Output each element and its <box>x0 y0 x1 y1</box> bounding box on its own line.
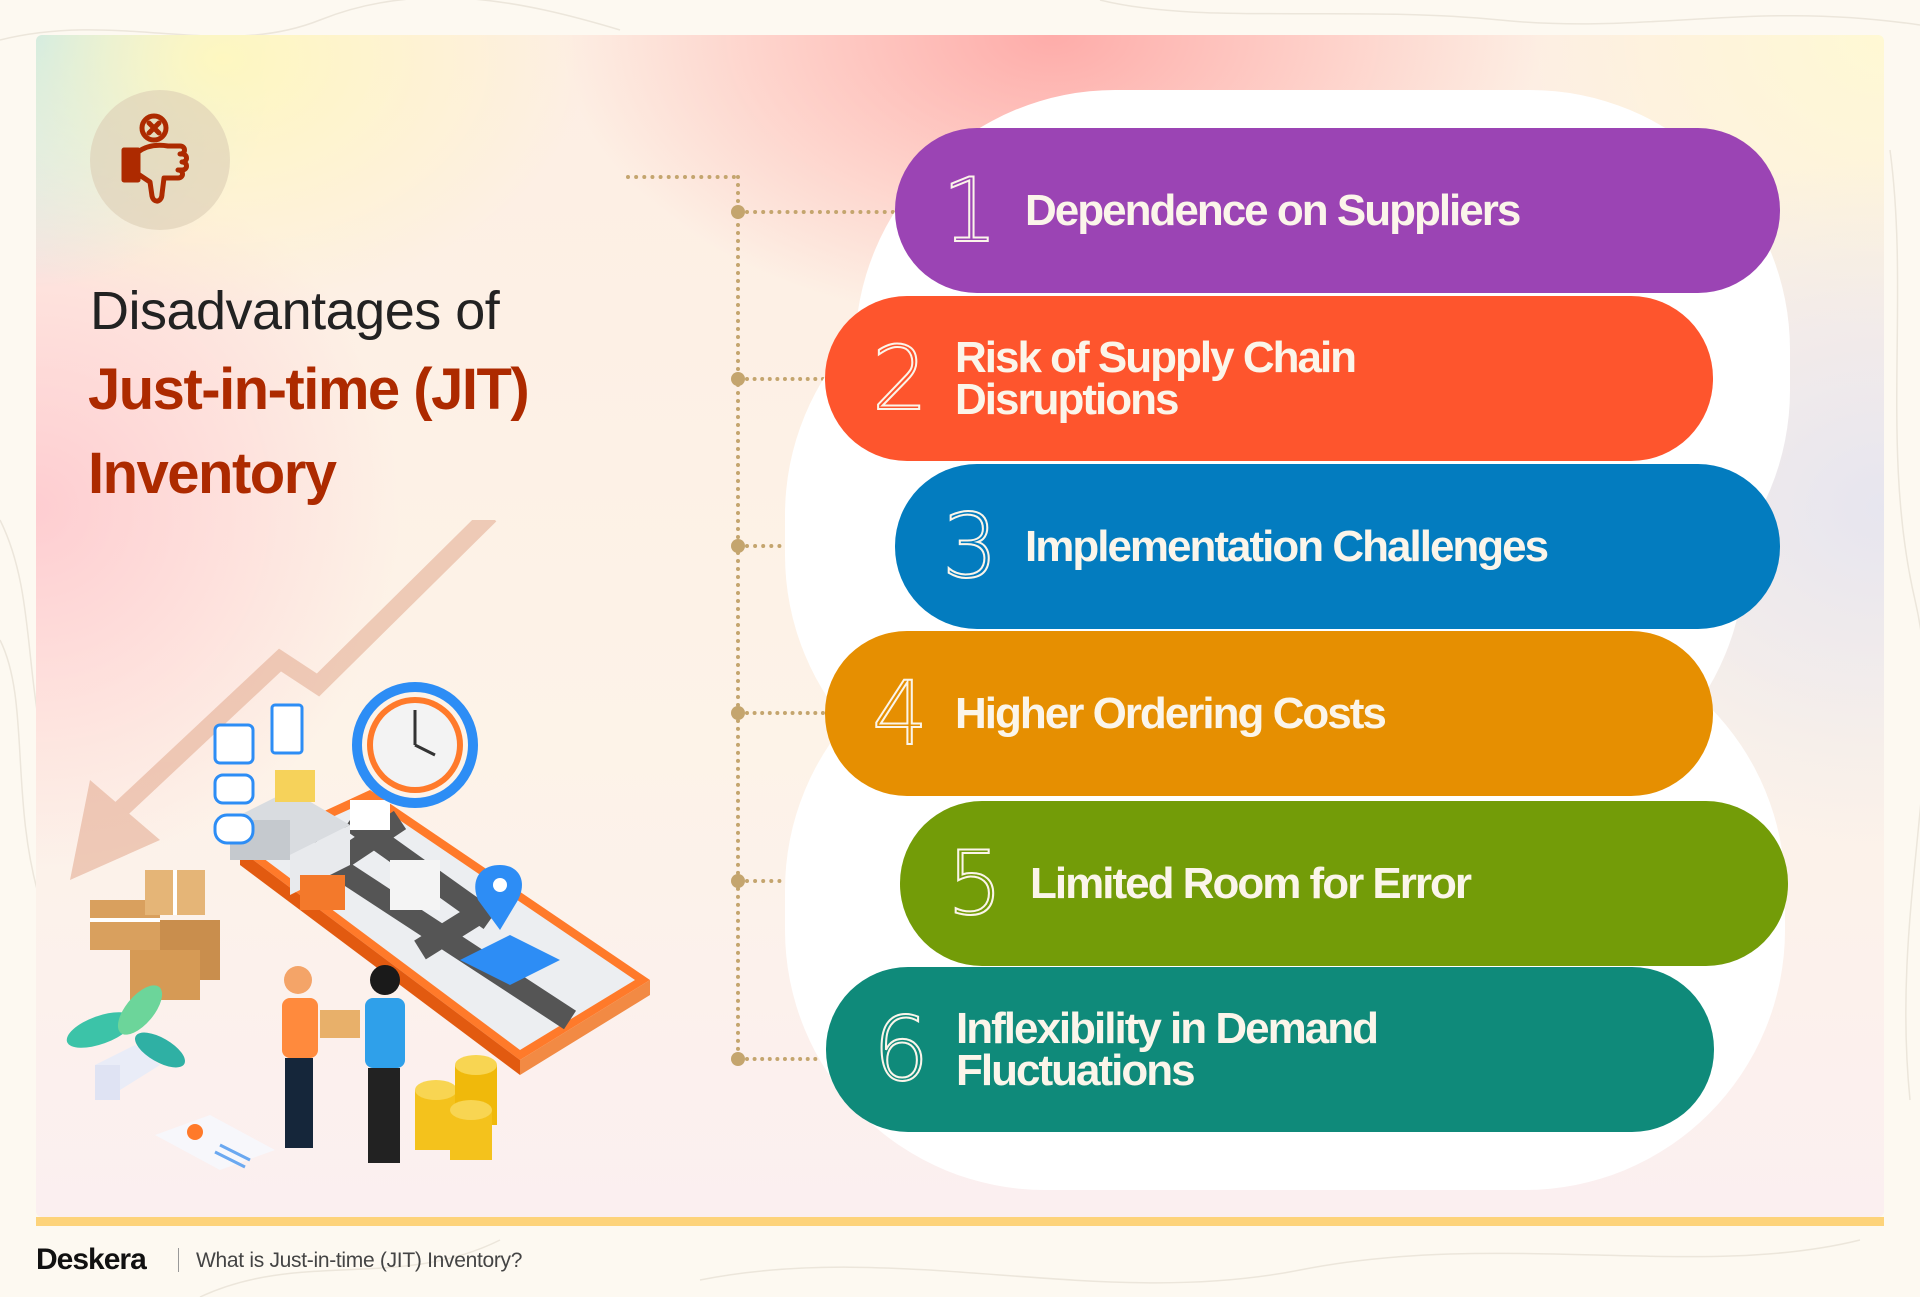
footer-accent-bar <box>36 1217 1884 1226</box>
item-5-label: Limited Room for Error <box>1030 858 1472 908</box>
item-2-number: 2 <box>871 326 929 430</box>
title-line-1: Disadvantages of <box>90 281 500 341</box>
item-4-higher-ordering-costs: 4 Higher Ordering Costs <box>825 631 1713 796</box>
item-2-label: Risk of Supply Chain Disruptions <box>955 332 1357 424</box>
connector-dot-6 <box>731 1052 745 1066</box>
item-2-risk-of-supply-chain-disruptions: 2 Risk of Supply Chain Disruptions <box>825 296 1713 461</box>
connector-tick-2 <box>745 377 825 381</box>
item-5-number: 5 <box>946 831 1004 935</box>
item-6-label-line-1: Inflexibility in Demand <box>956 1003 1379 1053</box>
footer-divider <box>178 1248 179 1272</box>
item-3-implementation-challenges: 3 Implementation Challenges <box>895 464 1780 629</box>
item-3-label: Implementation Challenges <box>1025 521 1549 571</box>
item-3-number: 3 <box>941 494 999 598</box>
clock-icon <box>352 682 478 808</box>
coin-stacks-icon <box>415 1055 497 1160</box>
connector-dot-1 <box>731 205 745 219</box>
thumbs-down-x-icon <box>121 113 189 204</box>
item-6-label-line-2: Fluctuations <box>956 1045 1196 1095</box>
jit-supply-chain-illustration <box>66 520 650 1170</box>
item-1-dependence-on-suppliers: 1 Dependence on Suppliers <box>895 128 1780 293</box>
item-2-label-line-1: Risk of Supply Chain <box>955 332 1357 382</box>
documents-icon <box>213 703 315 845</box>
item-6-inflexibility-in-demand-fluctuations: 6 Inflexibility in Demand Fluctuations <box>826 967 1714 1132</box>
connector-dot-5 <box>731 874 745 888</box>
connector-dot-2 <box>731 372 745 386</box>
item-4-label: Higher Ordering Costs <box>955 688 1387 738</box>
customer-person-icon <box>320 965 405 1163</box>
item-2-label-line-2: Disruptions <box>955 374 1179 424</box>
delivery-person-icon <box>282 966 318 1148</box>
location-pin-icon <box>460 865 560 985</box>
down-trend-arrow-icon <box>70 520 497 880</box>
item-6-number: 6 <box>872 997 930 1101</box>
plant-icon <box>66 985 185 1100</box>
warehouse-boxes-icon <box>90 870 220 1000</box>
connector-vertical-line <box>736 175 740 1060</box>
item-6-label: Inflexibility in Demand Fluctuations <box>956 1003 1379 1095</box>
connector-top-line <box>626 175 736 179</box>
item-4-number: 4 <box>871 661 929 765</box>
title-line-2: Just-in-time (JIT) <box>88 357 530 422</box>
item-5-limited-room-for-error: 5 Limited Room for Error <box>900 801 1788 966</box>
connector-dot-3 <box>731 539 745 553</box>
location-document-icon <box>155 1115 275 1170</box>
connector-tick-6 <box>745 1057 825 1061</box>
footer-caption: What is Just-in-time (JIT) Inventory? <box>196 1249 523 1272</box>
brand-logo: Deskera <box>36 1243 147 1276</box>
title-line-3: Inventory <box>88 441 337 506</box>
connector-tick-1 <box>745 210 895 214</box>
item-1-label: Dependence on Suppliers <box>1025 185 1521 235</box>
connector-tick-4 <box>745 711 825 715</box>
item-1-number: 1 <box>941 158 999 262</box>
thumbs-down-icon-badge <box>90 90 230 230</box>
connector-dot-4 <box>731 706 745 720</box>
